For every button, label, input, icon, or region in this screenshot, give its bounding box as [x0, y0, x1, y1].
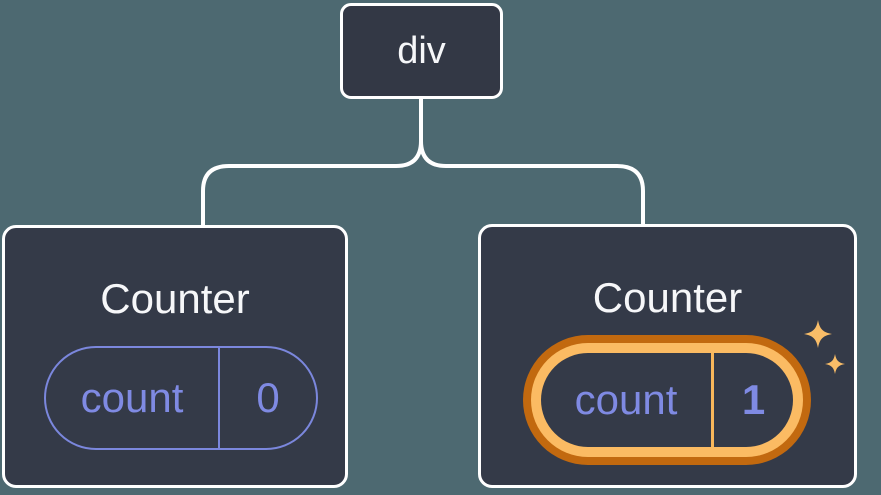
sparkle-large-icon — [804, 320, 832, 348]
state-key-label: count — [80, 374, 184, 421]
sparkle-small-icon — [825, 354, 845, 374]
state-pill-left: count 0 — [44, 346, 318, 450]
counter-node-left: Counter count 0 — [2, 225, 348, 488]
counter-node-right: Counter count 1 — [478, 224, 857, 488]
state-key-label: count — [574, 376, 678, 423]
state-pill-right: count 1 — [541, 353, 793, 447]
counter-left-title: Counter — [100, 275, 250, 322]
state-key-segment: count — [541, 353, 714, 447]
state-value-segment: 1 — [714, 353, 793, 447]
root-node: div — [340, 3, 503, 99]
state-value-label: 1 — [741, 376, 766, 423]
root-node-label: div — [397, 30, 446, 72]
state-pill-right-highlight-ring: count 1 — [523, 335, 811, 465]
counter-right-title: Counter — [592, 274, 743, 321]
state-value-label: 0 — [256, 374, 280, 421]
state-pill-right-inner-ring: count 1 — [531, 343, 803, 457]
state-value-segment: 0 — [220, 348, 316, 448]
connector-left-branch — [201, 97, 423, 229]
connector-right-branch — [419, 139, 645, 228]
state-key-segment: count — [46, 348, 220, 448]
